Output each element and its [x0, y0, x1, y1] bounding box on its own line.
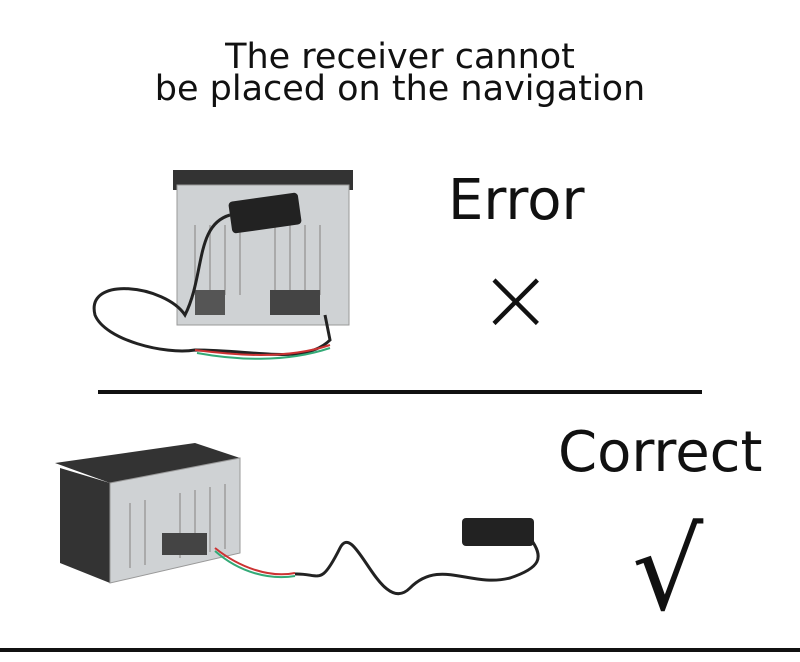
bottom-divider [0, 648, 800, 652]
section-divider [98, 390, 702, 394]
correct-placement-illustration [55, 443, 540, 596]
cross-icon: × [478, 247, 554, 352]
correct-label: Correct [558, 420, 763, 485]
check-icon: √ [632, 506, 704, 636]
title-line-1: The receiver cannot [225, 37, 575, 77]
error-label: Error [448, 168, 585, 233]
title-line-2: be placed on the navigation [154, 69, 646, 109]
incorrect-placement-illustration [92, 170, 353, 360]
